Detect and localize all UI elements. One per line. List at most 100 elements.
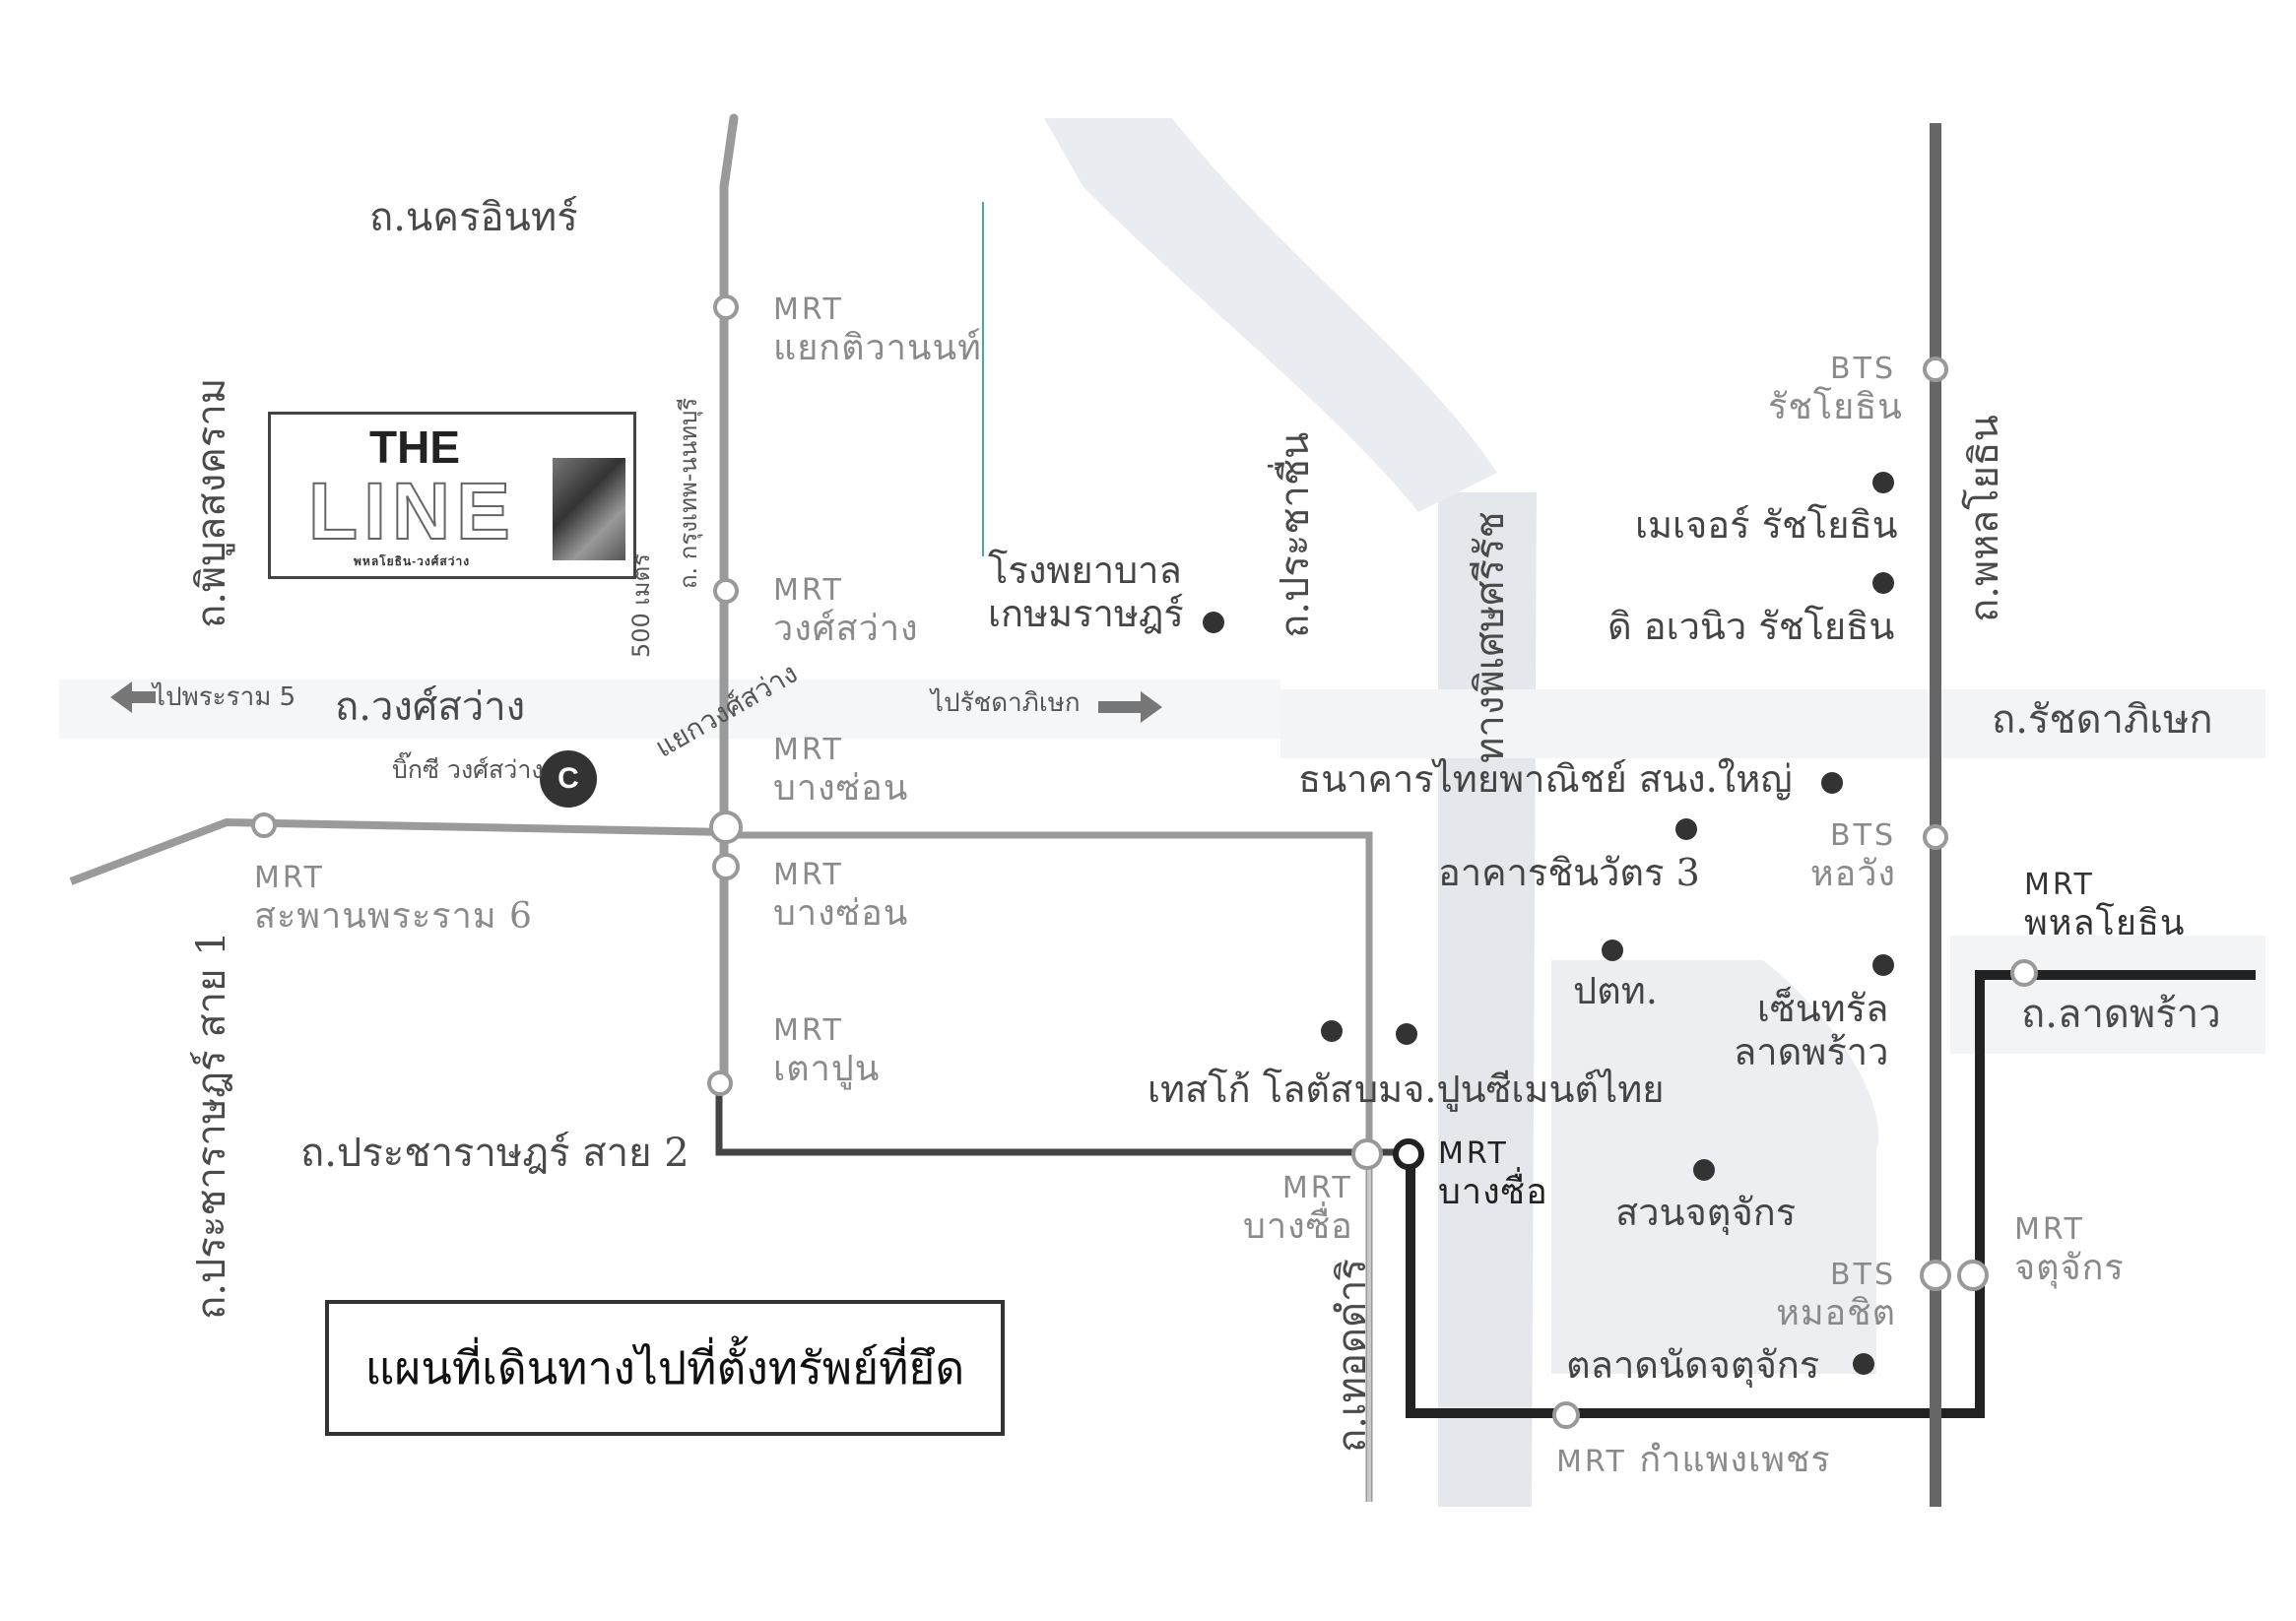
- logo-line: LINE: [307, 466, 516, 557]
- dot-major: [1872, 472, 1894, 493]
- node-mrt-bangson-2: [712, 853, 740, 880]
- map-title: แผนที่เดินทางไปที่ตั้งทรัพย์ที่ยึด: [364, 1340, 965, 1394]
- road-phahonyothin: ถ.พหลโยธิน: [1962, 415, 2007, 622]
- dot-park: [1693, 1159, 1715, 1181]
- label-market: ตลาดนัดจตุจักร: [1566, 1343, 1820, 1387]
- station-name: บางซื่อ: [1243, 1205, 1353, 1247]
- node-mrt-chatuchak: [1957, 1260, 1989, 1291]
- logo-sub: พหลโยธิน-วงศ์สว่าง: [354, 554, 471, 568]
- station-name: บางซื่อ: [1438, 1171, 1548, 1212]
- road-expressway: ทางพิเศษศรีรัช: [1468, 511, 1513, 763]
- road-band-ratchada: [1280, 689, 2265, 758]
- line-code: MRT: [773, 733, 844, 767]
- road-band-latphrao: [1950, 936, 2265, 1054]
- label-mrt-bangson-2: MRT บางซ่อน: [773, 858, 909, 934]
- station-name: บางซ่อน: [773, 892, 909, 934]
- line-code: MRT: [2014, 1212, 2085, 1247]
- line-code: MRT: [773, 858, 844, 892]
- node-bts-ratchayothin: [1923, 357, 1948, 382]
- node-mrt-bangsue-purple: [1351, 1138, 1383, 1170]
- station-name: กำแพงเพชร: [1639, 1440, 1831, 1480]
- label-avenue: ดิ อเวนิว รัชโยธิน: [1607, 605, 1895, 648]
- dot-hospital: [1203, 612, 1224, 633]
- node-mrt-phahon: [2010, 959, 2038, 987]
- label-tesco: เทสโก้ โลตัส: [1148, 1068, 1353, 1111]
- line-code: MRT: [773, 292, 844, 327]
- line-code: BTS: [1830, 352, 1896, 386]
- line-code: MRT: [254, 861, 325, 895]
- road-phibun: ถ.พิบูลสงคราม: [189, 377, 234, 628]
- label-bts-ratchayothin: BTS รัชโยธิน: [1768, 352, 1902, 427]
- road-thoet-damri: ถ.เทอดดำริ: [1330, 1259, 1375, 1453]
- label-chinawat: อาคารชินวัตร 3: [1438, 851, 1700, 894]
- distance-label: 500 เมตร: [627, 553, 655, 658]
- label-hospital: โรงพยาบาล เกษมราษฎร์: [988, 549, 1184, 635]
- mrt-blue-line-lower: [1406, 970, 2256, 1418]
- node-mrt-bangsue: [1393, 1138, 1424, 1170]
- map-title-box: แผนที่เดินทางไปที่ตั้งทรัพย์ที่ยึด: [325, 1300, 1005, 1436]
- building-icon: [553, 458, 625, 560]
- station-name: วงศ์สว่าง: [773, 608, 919, 649]
- station-name: พหลโยธิน: [2024, 902, 2186, 943]
- node-mrt-bangson: [709, 810, 743, 844]
- road-krungthep-nonthaburi: ถ. กรุงเทพ-นนทบุรี: [675, 397, 702, 589]
- line-code: MRT: [773, 573, 844, 608]
- label-major: เมเจอร์ รัชโยธิน: [1635, 503, 1898, 547]
- chatuchak-park-area: [1551, 960, 1879, 1374]
- label-park: สวนจตุจักร: [1615, 1191, 1797, 1234]
- label-mrt-bangsue-purple: MRT บางซื่อ: [1243, 1171, 1353, 1247]
- label-mrt-kamphaeng: MRT กำแพงเพชร: [1556, 1440, 1831, 1480]
- dot-tesco: [1321, 1020, 1343, 1042]
- road-band-wongsawang: [59, 680, 1280, 739]
- dot-central: [1872, 954, 1894, 976]
- label-bts-mochit: BTS หมอชิต: [1768, 1258, 1896, 1333]
- station-name: หอวัง: [1809, 853, 1896, 894]
- node-mrt-wongsawang: [713, 578, 739, 604]
- bigc-logo-icon: C: [540, 750, 597, 808]
- road-pracharat-2: ถ.ประชาราษฎร์ สาย 2: [300, 1131, 689, 1176]
- label-scb: ธนาคารไทยพาณิชย์ สนง.ใหญ่: [1298, 757, 1793, 801]
- node-bts-hawang: [1923, 824, 1948, 850]
- river: [1044, 118, 1497, 512]
- line-code: MRT: [773, 1013, 844, 1048]
- line-code: BTS: [1830, 1258, 1896, 1292]
- label-mrt-rama6: MRT สะพานพระราม 6: [254, 861, 533, 937]
- dot-market: [1853, 1353, 1874, 1375]
- label-mrt-bangsue: MRT บางซื่อ: [1438, 1136, 1548, 1212]
- dot-scg: [1396, 1023, 1417, 1045]
- station-name: จตุจักร: [2014, 1247, 2125, 1288]
- label-scg: บมจ.ปูนซีเมนต์ไทย: [1354, 1068, 1665, 1111]
- node-bts-mochit: [1920, 1260, 1951, 1291]
- dot-chinawat: [1675, 818, 1697, 840]
- line-code: MRT: [1556, 1445, 1627, 1479]
- to-ratchada-label: ไปรัชดาภิเษก: [931, 688, 1081, 718]
- road-prachachuen: ถ.ประชาชื่น: [1273, 431, 1318, 638]
- arrow-right-icon: [1098, 691, 1162, 723]
- station-name: สะพานพระราม 6: [254, 895, 533, 937]
- road-wongsawang: ถ.วงศ์สว่าง: [335, 684, 526, 730]
- mrt-purple-line-west: [69, 817, 730, 885]
- road-lat-phrao: ถ.ลาดพร้าว: [2021, 992, 2221, 1037]
- road-pracharat-1: ถ.ประชาราษฎร์ สาย 1: [189, 931, 234, 1320]
- node-mrt-tiwanon: [713, 294, 739, 320]
- label-ptt: ปตท.: [1573, 969, 1658, 1012]
- logo-the: THE: [369, 421, 460, 473]
- node-mrt-rama6: [251, 812, 277, 838]
- node-mrt-kamphaeng: [1552, 1401, 1580, 1429]
- label-mrt-phahon: MRT พหลโยธิน: [2024, 868, 2186, 943]
- line-code: MRT: [1281, 1171, 1353, 1205]
- arrow-left-icon: [110, 681, 156, 713]
- station-name: แยกติวานนท์: [773, 327, 982, 368]
- project-logo: THE LINE พหลโยธิน-วงศ์สว่าง: [268, 412, 636, 579]
- label-mrt-wongsawang: MRT วงศ์สว่าง: [773, 573, 919, 649]
- label-central: เซ็นทรัล ลาดพร้าว: [1734, 987, 1889, 1073]
- road-nakhon-in: ถ.นครอินทร์: [369, 195, 578, 240]
- station-name: หมอชิต: [1776, 1292, 1896, 1333]
- road-ratchadaphisek: ถ.รัชดาภิเษก: [1992, 697, 2213, 743]
- label-mrt-tiwanon: MRT แยกติวานนท์: [773, 292, 982, 368]
- station-name: บางซ่อน: [773, 767, 909, 809]
- label-bts-hawang: BTS หอวัง: [1768, 818, 1896, 894]
- dot-avenue: [1872, 572, 1894, 594]
